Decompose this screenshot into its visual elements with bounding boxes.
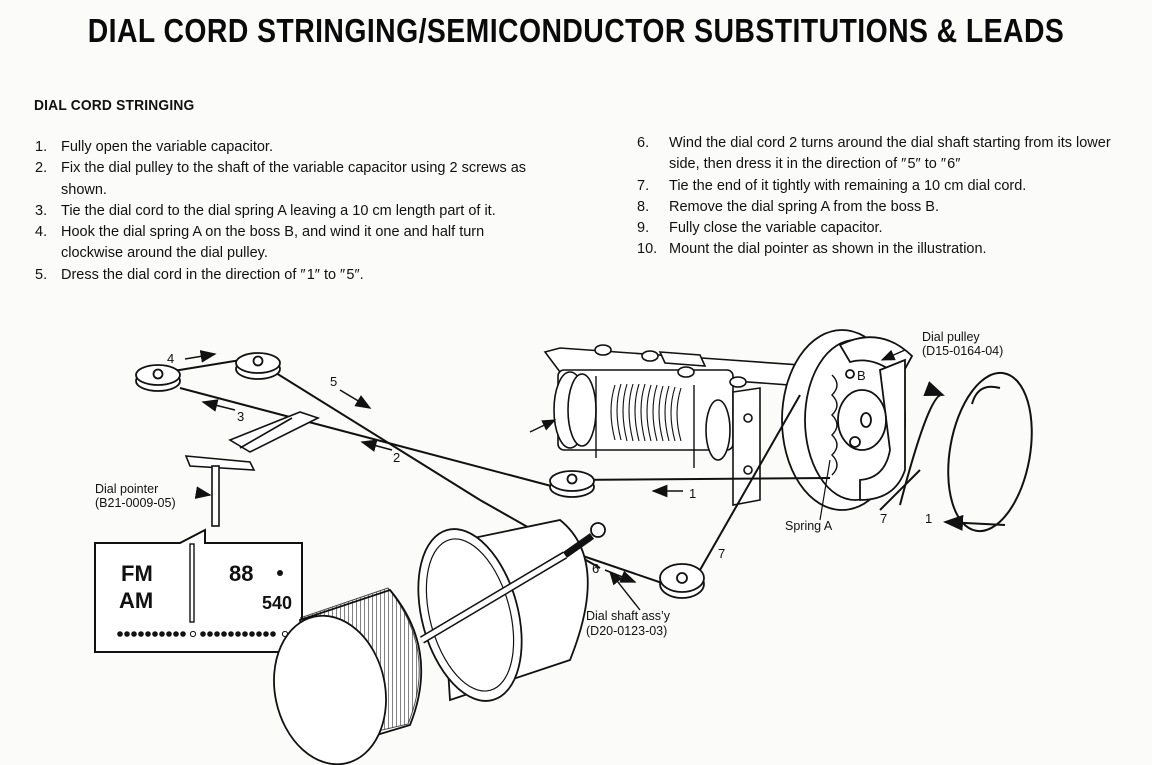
step-item: 5. Dress the dial cord in the direction o… bbox=[35, 265, 535, 286]
dial-band-am: AM bbox=[119, 588, 153, 613]
capacitor-screws bbox=[594, 344, 747, 388]
steps-list-right: 6. Wind the dial cord 2 turns around the … bbox=[637, 133, 1137, 261]
cord-marker-5: 5 bbox=[330, 374, 337, 389]
cord-marker-4: 4 bbox=[167, 351, 174, 366]
cord-marker-6: 6 bbox=[592, 561, 599, 576]
loop-marker-7: 7 bbox=[880, 511, 887, 526]
label-dial-shaft-part: (D20-0123-03) bbox=[586, 624, 667, 638]
step-text: Remove the dial spring A from the boss B… bbox=[669, 198, 939, 215]
knob-face bbox=[273, 614, 387, 765]
loop-marker-1: 1 bbox=[925, 511, 932, 526]
step-number: 6. bbox=[637, 135, 650, 151]
pointer-stem bbox=[211, 465, 220, 527]
step-number: 8. bbox=[637, 198, 650, 215]
step-item: 7. Tie the end of it tightly with remaini… bbox=[637, 176, 1137, 197]
label-boss-b: B bbox=[857, 368, 866, 383]
step-text: Tie the dial cord to the dial spring A l… bbox=[61, 202, 496, 219]
dial-pulley bbox=[781, 329, 914, 511]
capacitor-coil bbox=[610, 383, 682, 442]
step-number: 9. bbox=[637, 220, 650, 237]
label-dial-pulley-part: (D15-0164-04) bbox=[922, 344, 1003, 358]
label-dial-pulley: Dial pulley bbox=[922, 330, 980, 344]
dial-pointer-needle bbox=[189, 543, 195, 623]
cord-marker-2: 2 bbox=[393, 450, 400, 465]
step-item: 4. Hook the dial spring A on the boss B, … bbox=[35, 222, 535, 265]
winding-loop-sketch bbox=[899, 371, 1033, 533]
step-item: 8. Remove the dial spring A from the boss… bbox=[637, 197, 1137, 218]
step-text: Fully open the variable capacitor. bbox=[61, 139, 273, 155]
step-number: 7. bbox=[637, 177, 650, 194]
dial-am-value: 540 bbox=[262, 593, 292, 613]
dial-scale: FM AM 88 540 bbox=[94, 528, 303, 653]
cord-marker-1: 1 bbox=[689, 486, 696, 501]
dial-band-fm: FM bbox=[121, 561, 153, 586]
idler-pulley-center bbox=[549, 470, 595, 498]
step-text: Fully close the variable capacitor. bbox=[669, 220, 883, 237]
cord-run-7b bbox=[879, 469, 921, 511]
idler-pulleys bbox=[135, 352, 705, 599]
step-text: Tie the end of it tightly with remaining… bbox=[669, 177, 1027, 194]
step-item: 2. Fix the dial pulley to the shaft of th… bbox=[35, 158, 535, 201]
idler-pulley-bottom bbox=[659, 563, 705, 599]
capacitor-end-right bbox=[705, 399, 731, 461]
step-number: 4. bbox=[35, 224, 48, 241]
step-number: 1. bbox=[35, 139, 48, 155]
cord-run-7 bbox=[699, 394, 801, 571]
step-item: 10. Mount the dial pointer as shown in th… bbox=[637, 239, 1137, 260]
step-text: Wind the dial cord 2 turns around the di… bbox=[669, 135, 1111, 173]
steps-list-left: 1. Fully open the variable capacitor. 2. F… bbox=[35, 137, 535, 286]
dial-fm-value: 88 bbox=[229, 561, 253, 586]
label-dial-shaft: Dial shaft ass’y bbox=[586, 609, 671, 623]
dial-shaft-tip bbox=[590, 522, 606, 538]
step-text: Hook the dial spring A on the boss B, an… bbox=[61, 224, 485, 262]
step-number: 5. bbox=[35, 266, 48, 283]
step-item: 9. Fully close the variable capacitor. bbox=[637, 218, 1137, 239]
cord-run-5 bbox=[267, 367, 481, 501]
step-text: Dress the dial cord in the direction of … bbox=[61, 266, 364, 283]
step-number: 10. bbox=[637, 241, 658, 258]
leader-lines bbox=[819, 459, 831, 521]
diagram-labels: Dial pulley (D15-0164-04) Dial pointer (… bbox=[95, 330, 1003, 638]
dial-pointer bbox=[184, 411, 321, 527]
section-heading: DIAL CORD STRINGING bbox=[34, 97, 195, 114]
cord-marker-7: 7 bbox=[718, 546, 725, 561]
dial-scale-dots bbox=[117, 630, 296, 638]
step-text: Fix the dial pulley to the shaft of the … bbox=[61, 160, 527, 198]
step-number: 3. bbox=[35, 202, 48, 219]
step-text: Mount the dial pointer as shown in the i… bbox=[669, 241, 987, 258]
idler-pulley-top bbox=[235, 352, 281, 380]
step-number: 2. bbox=[35, 160, 48, 177]
cord-run-6 bbox=[579, 554, 669, 586]
pulley-segment-right bbox=[859, 358, 906, 501]
tuning-knob-assembly bbox=[273, 519, 641, 765]
label-dial-pointer-part: (B21-0009-05) bbox=[95, 496, 176, 510]
capacitor-end-left-inner bbox=[567, 373, 597, 447]
label-spring-a: Spring A bbox=[785, 519, 833, 533]
cord-run-1 bbox=[564, 477, 831, 481]
step-item: 6. Wind the dial cord 2 turns around the … bbox=[637, 133, 1137, 176]
step-item: 1. Fully open the variable capacitor. bbox=[35, 137, 535, 158]
variable-capacitor bbox=[529, 344, 802, 506]
step-item: 3. Tie the dial cord to the dial spring A… bbox=[35, 201, 535, 222]
cord-marker-3: 3 bbox=[237, 409, 244, 424]
cord-run-3-2 bbox=[179, 387, 556, 488]
label-dial-pointer: Dial pointer bbox=[95, 482, 158, 496]
idler-pulley-left bbox=[135, 364, 181, 392]
spring-a-coil bbox=[831, 374, 838, 476]
page-title: DIAL CORD STRINGING/SEMICONDUCTOR SUBSTI… bbox=[87, 12, 1065, 49]
